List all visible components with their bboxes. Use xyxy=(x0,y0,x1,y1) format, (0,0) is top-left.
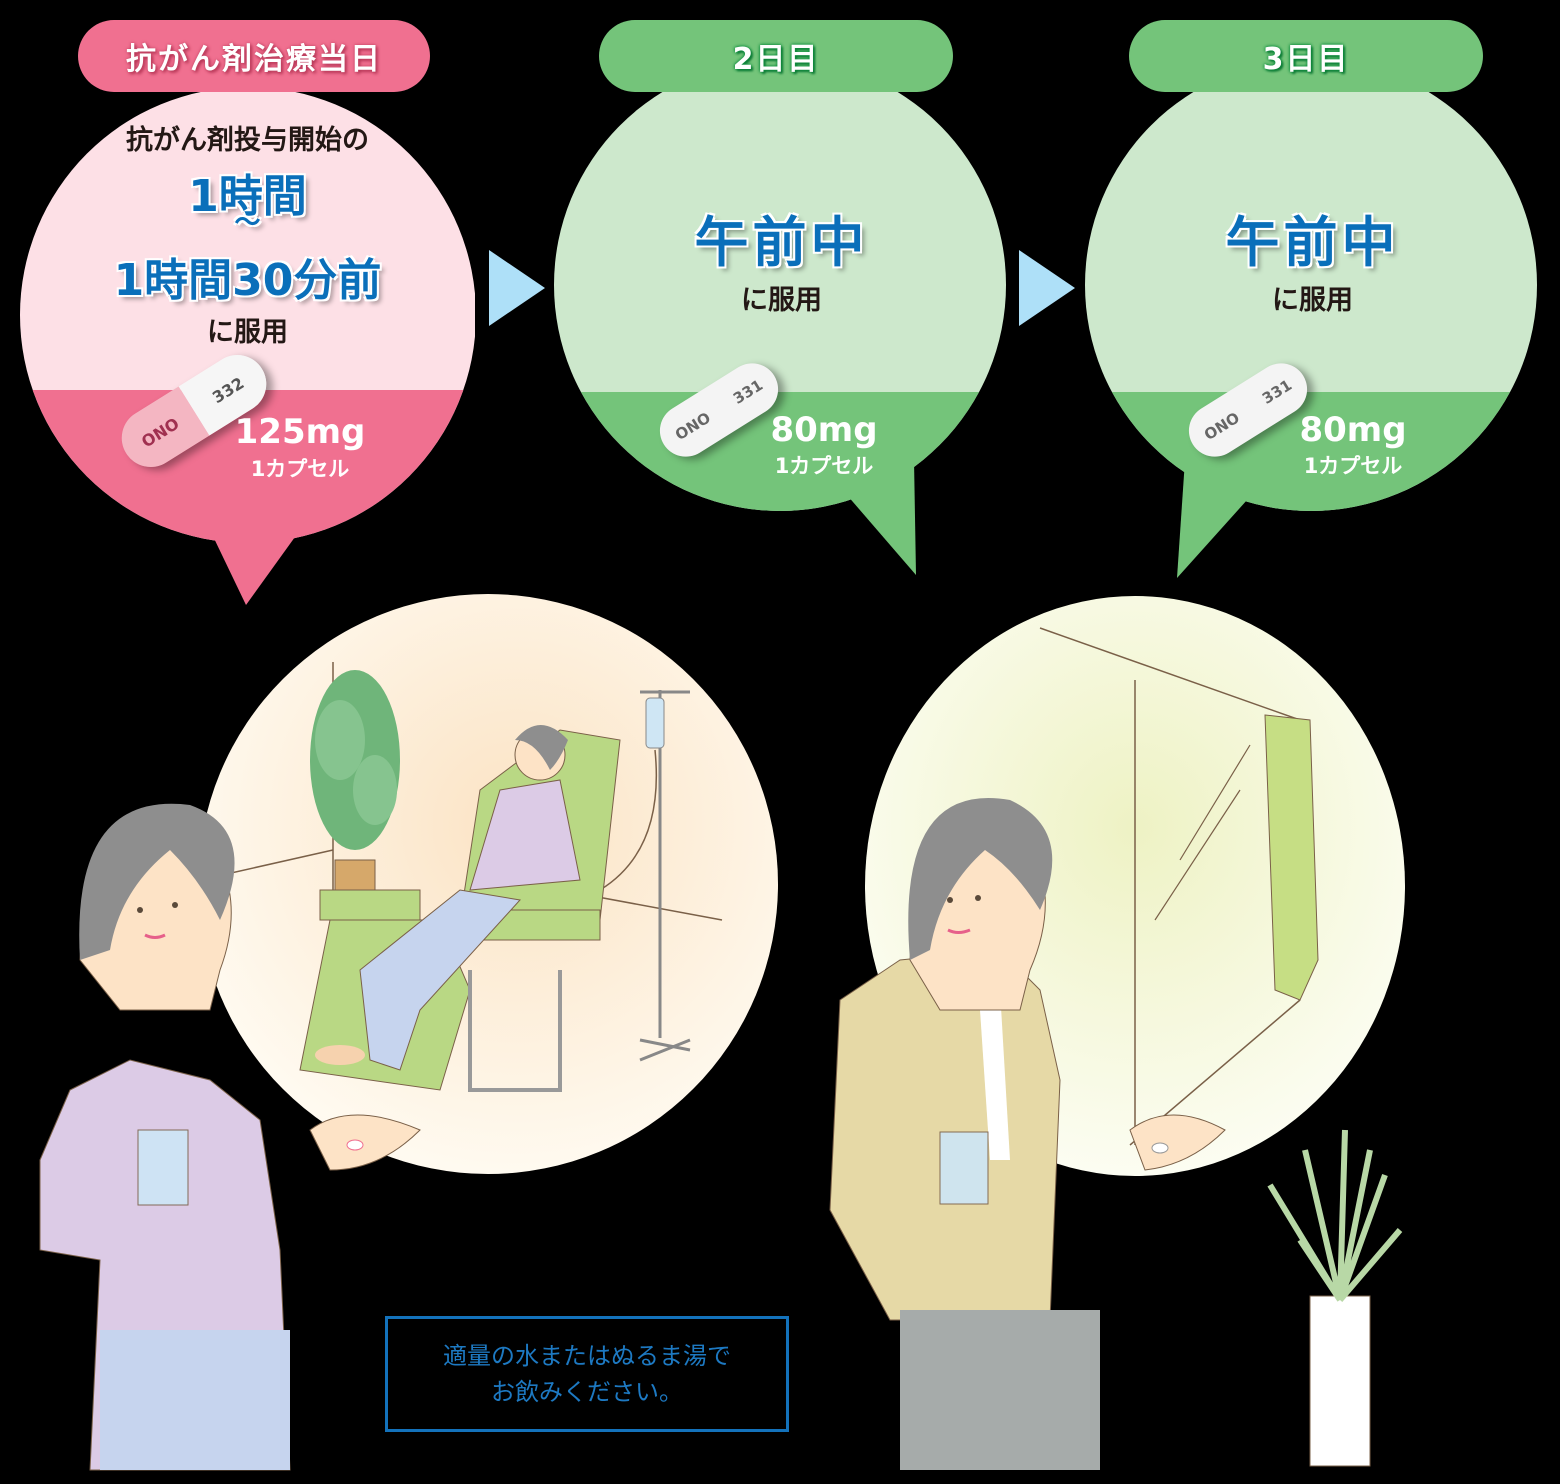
timing-main: 午前中 xyxy=(694,211,869,274)
tab-treatment-day: 抗がん剤治療当日 xyxy=(78,20,430,92)
dose-label: 80mg xyxy=(770,410,878,450)
speech-bubble-shape xyxy=(554,60,1006,575)
next-arrow-icon xyxy=(1019,250,1075,326)
intake-suffix: に服用 xyxy=(1272,285,1353,316)
step-1-bubble: 抗がん剤投与開始の 1時間 ～ 1時間30分前 に服用 ONO 332 125m… xyxy=(20,60,475,605)
timing-main: 午前中 xyxy=(1225,211,1400,274)
note-line-1: 適量の水またはぬるま湯で xyxy=(443,1342,731,1370)
iv-drip-icon xyxy=(599,690,691,1062)
next-arrow-icon xyxy=(489,250,545,326)
woman-beige-figure[interactable] xyxy=(829,798,1226,1470)
timing-line2: 1時間30分前 xyxy=(113,255,382,306)
illustration-window-room xyxy=(829,596,1405,1470)
count-label: 1カプセル xyxy=(250,457,350,481)
step-2-bubble: 午前中 に服用 ONO 331 80mg 1カプセル xyxy=(554,60,1009,580)
intake-suffix: に服用 xyxy=(207,317,288,348)
timing-tilde: ～ xyxy=(234,208,261,238)
woman-lavender-figure[interactable] xyxy=(39,803,421,1471)
step-3-bubble: 午前中 に服用 ONO 331 80mg 1カプセル xyxy=(1085,60,1540,580)
dose-label: 80mg xyxy=(1299,410,1407,450)
speech-bubble-shape xyxy=(1085,60,1537,578)
curtain-icon xyxy=(1264,714,1319,1001)
tab-day-2: 2日目 xyxy=(599,20,953,92)
timing-intro: 抗がん剤投与開始の xyxy=(126,125,369,156)
water-glass-icon xyxy=(137,1129,189,1206)
potted-tree-icon xyxy=(310,670,400,901)
hand-with-capsule xyxy=(1129,1114,1226,1171)
tab-day-3: 3日目 xyxy=(1129,20,1483,92)
timing-line1: 1時間 xyxy=(188,171,307,222)
patient-figure xyxy=(315,725,581,1071)
water-glass-icon xyxy=(939,1131,989,1205)
intake-suffix: に服用 xyxy=(741,285,822,316)
illustration-treatment-room xyxy=(39,594,778,1471)
count-label: 1カプセル xyxy=(1303,454,1403,478)
dose-label: 125mg xyxy=(234,412,366,452)
note-line-2: お飲みください。 xyxy=(491,1378,683,1406)
count-label: 1カプセル xyxy=(774,454,874,478)
potted-plant-icon xyxy=(1267,1129,1403,1467)
instruction-note: 適量の水またはぬるま湯で お飲みください。 xyxy=(385,1316,789,1432)
hand-with-capsule xyxy=(309,1114,421,1171)
